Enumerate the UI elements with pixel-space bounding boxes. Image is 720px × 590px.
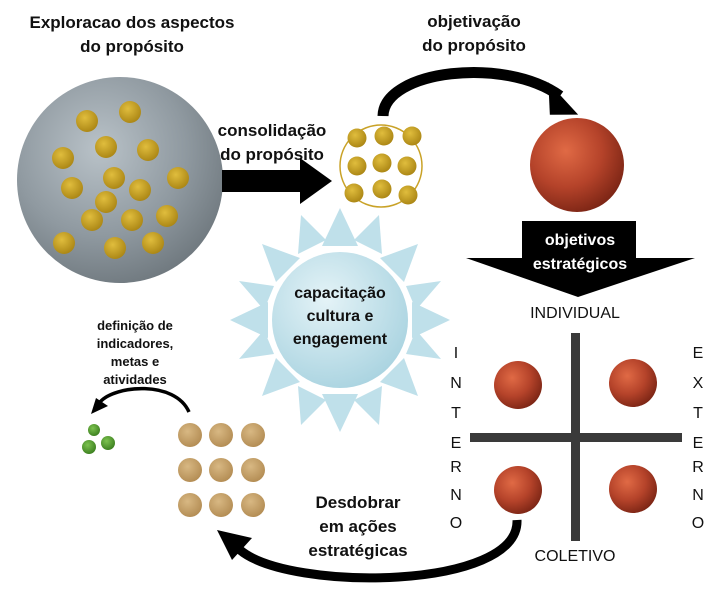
center-line3: engagement <box>293 331 388 348</box>
right-letter: X <box>693 375 704 392</box>
quadrant-sphere-top-right <box>609 359 657 407</box>
right-letter: N <box>692 487 704 504</box>
action-dots-grid <box>178 423 265 517</box>
desdobrar-line1: Desdobrar <box>315 493 400 512</box>
definicao-line1: definição de <box>97 318 173 333</box>
objetivacao-line1: objetivação <box>427 12 521 31</box>
objective-sphere <box>530 118 624 212</box>
right-letter: E <box>693 435 704 452</box>
definicao-curved-arrow-icon <box>91 386 191 414</box>
left-letter: E <box>451 435 462 452</box>
quadrant-top-label: INDIVIDUAL <box>530 305 620 322</box>
left-letter: N <box>450 487 462 504</box>
quadrant-bottom-label: COLETIVO <box>535 548 616 565</box>
definicao-line3: metas e <box>111 354 159 369</box>
center-line2: cultura e <box>307 308 374 325</box>
quadrant-sphere-top-left <box>494 361 542 409</box>
right-letter: T <box>693 405 703 422</box>
consolidacao-line2: do propósito <box>220 145 324 164</box>
desdobrar-line2: em ações <box>319 517 397 536</box>
objetivos-down-arrow-icon <box>466 221 695 297</box>
left-letter: I <box>454 345 458 362</box>
objetivos-line1: objetivos <box>545 232 615 249</box>
horizontal-axis <box>470 433 682 442</box>
right-vertical-label: E X T E R N O <box>692 345 704 532</box>
definicao-line4: atividades <box>103 372 167 387</box>
left-vertical-label: I N T E R N O <box>450 345 462 532</box>
objetivos-line2: estratégicos <box>533 256 627 273</box>
scattered-gold-dots <box>52 101 189 259</box>
quadrant-sphere-bottom-right <box>609 465 657 513</box>
consolidated-dots-cluster <box>339 124 423 208</box>
quadrant-sphere-bottom-left <box>494 466 542 514</box>
right-letter: O <box>692 515 704 532</box>
center-line1: capacitação <box>294 285 386 302</box>
objetivacao-line2: do propósito <box>422 36 526 55</box>
definicao-line2: indicadores, <box>97 336 174 351</box>
right-letter: R <box>692 459 704 476</box>
left-letter: R <box>450 459 462 476</box>
explore-title-line1: Exploracao dos aspectos <box>29 13 234 32</box>
left-letter: N <box>450 375 462 392</box>
left-letter: O <box>450 515 462 532</box>
right-letter: E <box>693 345 704 362</box>
sun-shape <box>230 208 450 432</box>
desdobrar-line3: estratégicas <box>308 541 407 560</box>
left-letter: T <box>451 405 461 422</box>
green-dots-cluster <box>82 424 115 454</box>
consolidation-arrow-icon <box>222 158 332 204</box>
explore-title-line2: do propósito <box>80 37 184 56</box>
exploration-circle <box>17 77 223 283</box>
objetivacao-curved-arrow-icon <box>377 67 579 117</box>
consolidacao-line1: consolidação <box>218 121 327 140</box>
desdobrar-curved-arrow-icon <box>217 519 522 583</box>
